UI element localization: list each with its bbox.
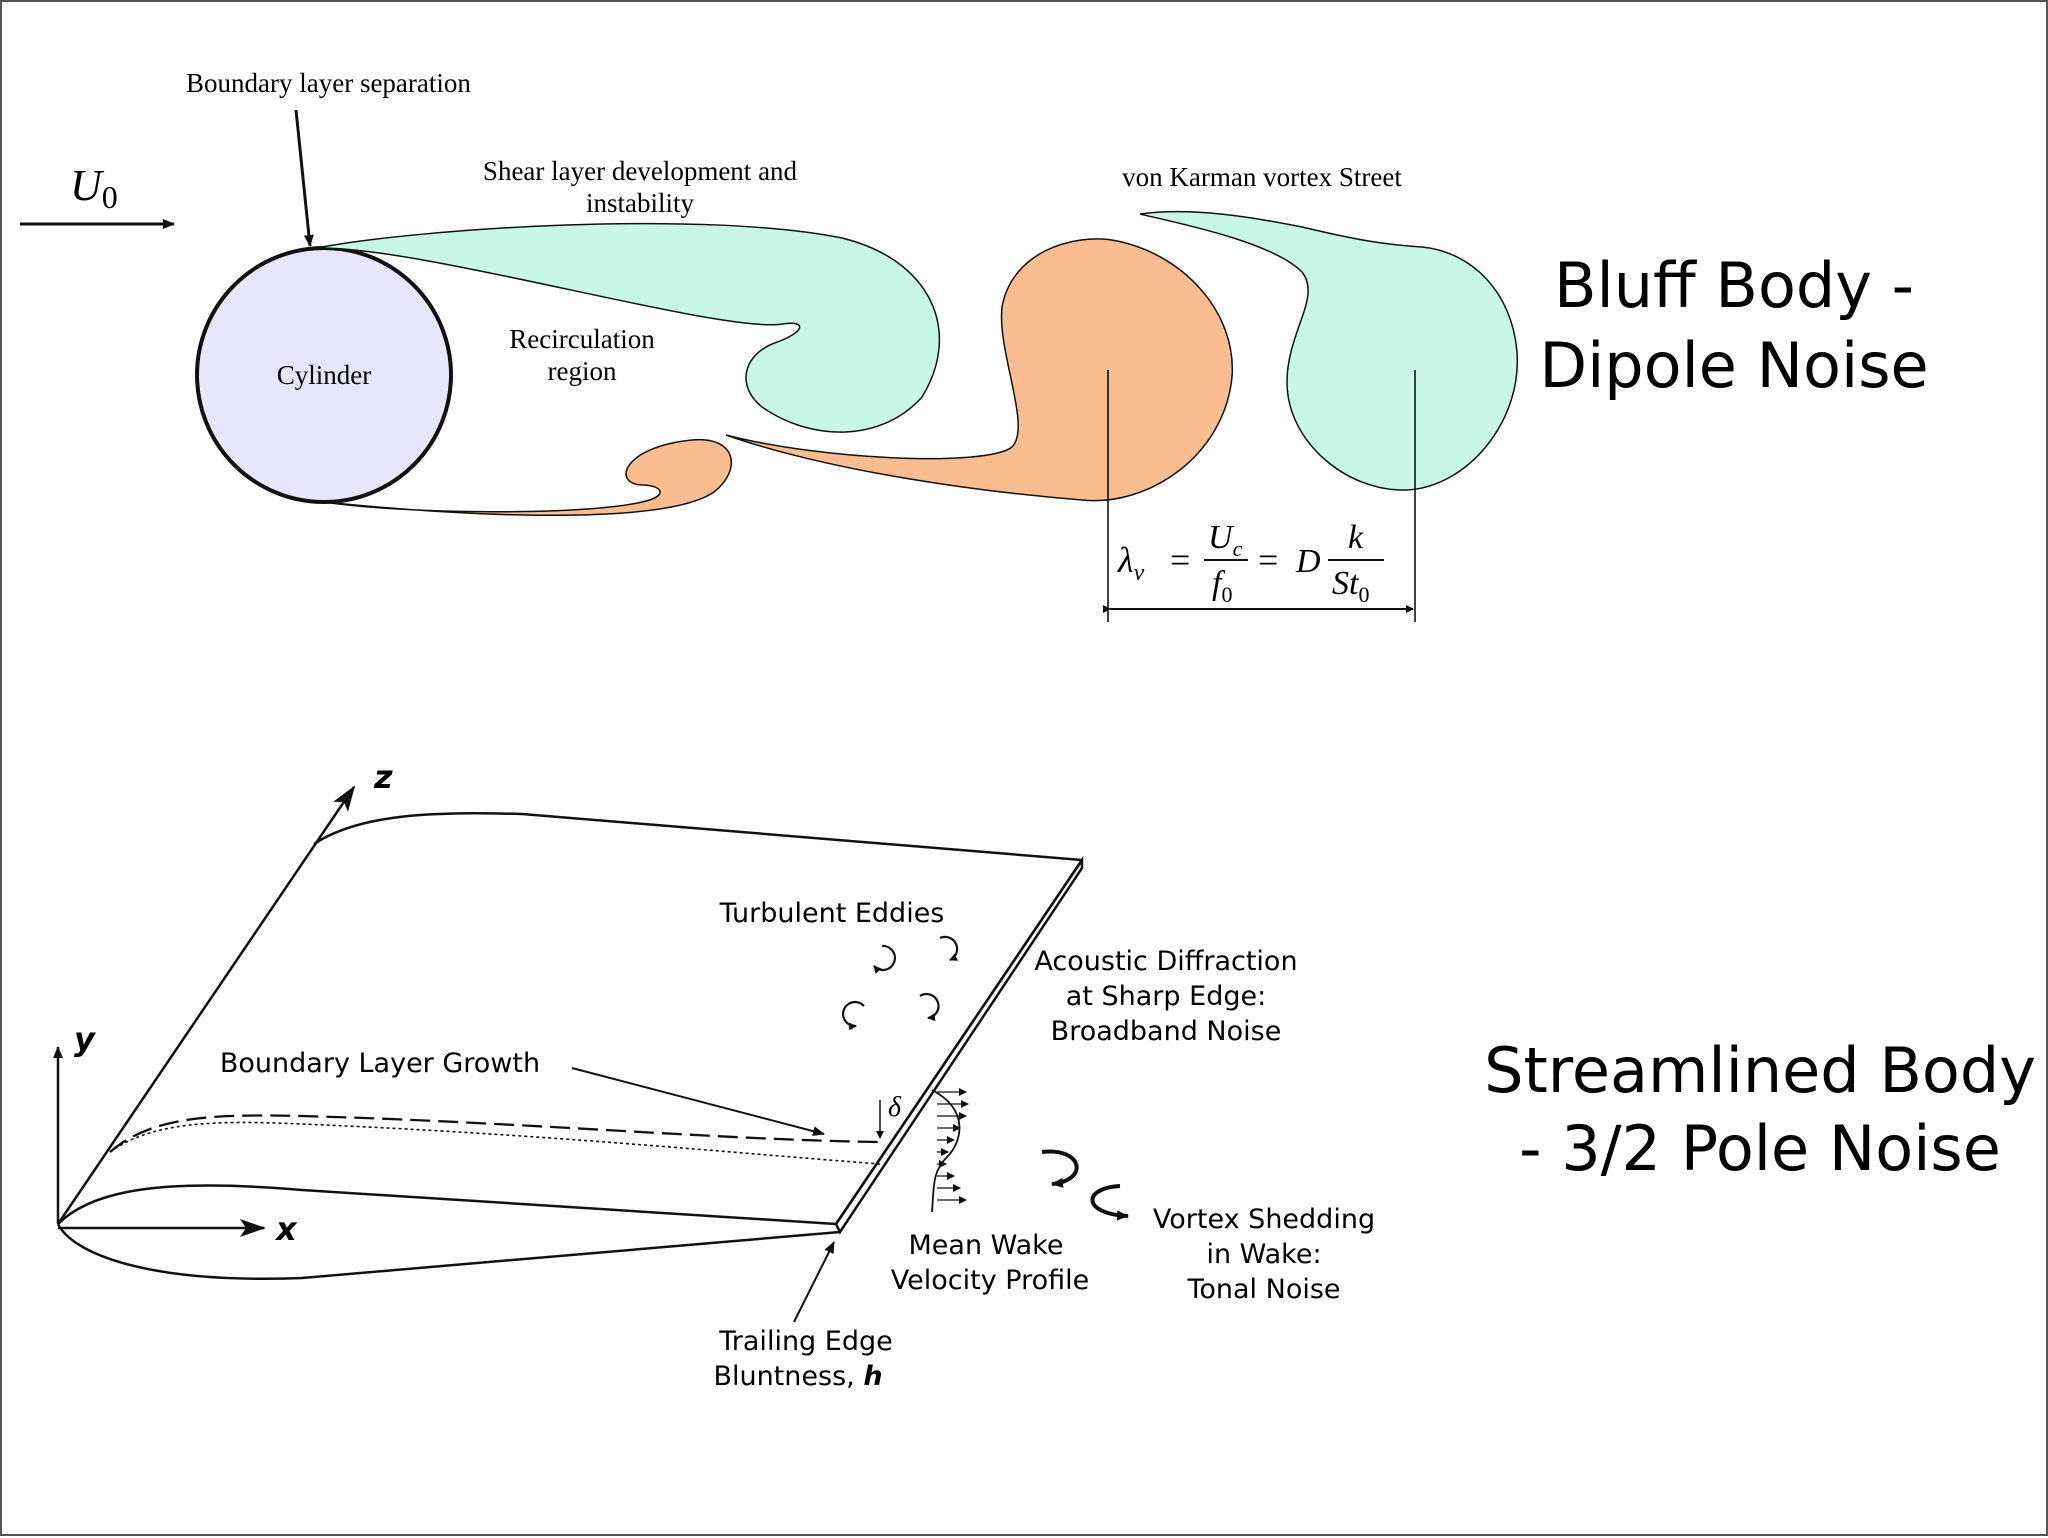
eddy-icon-3 <box>841 1001 865 1031</box>
trailing-edge-top <box>834 859 1084 1225</box>
eddy-icon-2 <box>939 935 959 962</box>
mean-wake-label-1: Mean Wake <box>909 1230 1064 1261</box>
vortex-shedding-label-2: in Wake: <box>1206 1239 1321 1270</box>
vortex-shedding-label-1: Vortex Shedding <box>1153 1204 1375 1235</box>
formula-den2: St0 <box>1332 565 1369 607</box>
z-axis-label: z <box>373 758 393 796</box>
delta-label: δ <box>888 1092 902 1123</box>
karman-street-label: von Karman vortex Street <box>1122 162 1402 192</box>
shear-layer-label-2: instability <box>586 188 695 218</box>
formula-eq2: = <box>1258 540 1278 580</box>
formula-lambda: λv <box>1117 540 1145 586</box>
wing-upper-section <box>57 1184 837 1226</box>
acoustic-diffraction-label-2: at Sharp Edge: <box>1066 981 1266 1012</box>
wavelength-formula: λv = Uc f0 = D k St0 <box>1117 519 1384 607</box>
upper-shear-layer <box>316 222 941 433</box>
vortex-icon-1 <box>1041 1149 1079 1188</box>
formula-num2: k <box>1348 519 1364 556</box>
cylinder-label: Cylinder <box>277 360 372 390</box>
boundary-layer-growth-arrow <box>571 1067 825 1137</box>
separation-label: Boundary layer separation <box>186 68 471 98</box>
orange-vortex <box>725 238 1233 502</box>
formula-d: D <box>1295 543 1321 580</box>
formula-eq1: = <box>1170 540 1190 580</box>
eddy-icon-1 <box>873 944 897 974</box>
z-axis <box>56 785 356 1225</box>
boundary-layer-growth-label: Boundary Layer Growth <box>220 1048 540 1079</box>
formula-den1: f0 <box>1212 565 1232 607</box>
green-vortex <box>1139 210 1518 491</box>
vortex-shedding-icons <box>1041 1149 1129 1221</box>
turbulent-eddies-icons <box>841 935 959 1031</box>
wake-velocity-profile <box>931 1088 969 1213</box>
bluff-title-line1: Bluff Body - <box>1554 249 1914 322</box>
turbulent-eddies-label: Turbulent Eddies <box>719 898 945 929</box>
vortex-icon-2 <box>1090 1184 1129 1221</box>
formula-num1: Uc <box>1208 519 1243 561</box>
freestream-label: U0 <box>70 161 118 215</box>
wing-far-edge <box>313 812 1083 862</box>
wing-lower-section <box>56 1223 841 1280</box>
boundary-layer-dotted <box>109 1121 881 1165</box>
bluff-body-diagram: U0 Boundary layer separation Cylinder Sh… <box>20 68 1929 622</box>
recirculation-label-1: Recirculation <box>509 324 655 354</box>
shear-layer-label-1: Shear layer development and <box>483 156 798 186</box>
stream-title-line1: Streamlined Body <box>1484 1034 2036 1107</box>
eddy-icon-4 <box>919 993 940 1022</box>
trailing-edge-arrow <box>793 1241 835 1323</box>
x-axis-label: x <box>274 1210 298 1248</box>
mean-wake-label-2: Velocity Profile <box>891 1265 1089 1296</box>
trailing-edge-label-1: Trailing Edge <box>718 1326 892 1357</box>
airfoil-wing <box>56 812 1084 1280</box>
acoustic-diffraction-label-3: Broadband Noise <box>1051 1016 1282 1047</box>
vortex-shedding-label-3: Tonal Noise <box>1186 1274 1340 1305</box>
boundary-layer-dashed <box>109 1114 881 1153</box>
trailing-edge-label-2: Bluntness, h <box>713 1361 882 1392</box>
y-axis-label: y <box>74 1020 96 1058</box>
stream-title-line2: - 3/2 Pole Noise <box>1519 1112 2001 1185</box>
lower-shear-layer <box>323 439 732 517</box>
recirculation-label-2: region <box>548 356 617 386</box>
streamlined-body-diagram: z y x δ Boundary Layer Growth Turbulent … <box>53 758 2036 1392</box>
acoustic-diffraction-label-1: Acoustic Diffraction <box>1034 946 1297 977</box>
wake-profile-curve <box>931 1089 961 1213</box>
separation-arrow <box>294 109 314 247</box>
bluff-title-line2: Dipole Noise <box>1539 329 1928 402</box>
